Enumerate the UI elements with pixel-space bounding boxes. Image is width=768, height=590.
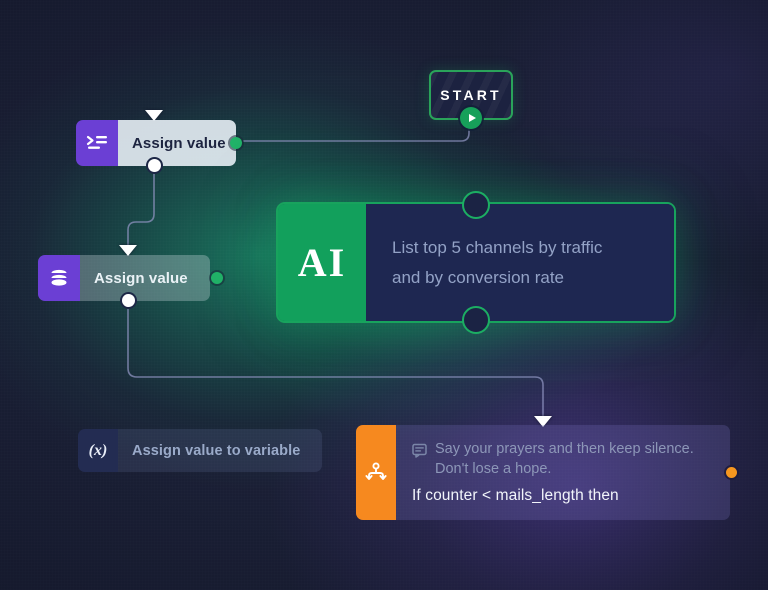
condition-input-arrow	[534, 416, 552, 427]
ai-output-port[interactable]	[462, 306, 490, 334]
assignvar-body: Assign value to variable	[118, 429, 322, 472]
variable-icon-label: (x)	[88, 441, 108, 459]
node-start[interactable]: START	[429, 70, 513, 129]
node-assign-value-2[interactable]: Assign value	[38, 255, 210, 301]
condition-body[interactable]: Say your prayers and then keep silence. …	[396, 425, 730, 520]
ai-prompt-line-2: and by conversion rate	[392, 267, 564, 287]
ai-prompt-line-1: List top 5 channels by traffic	[392, 238, 603, 258]
ai-badge-label: AI	[297, 240, 347, 285]
assign2-label: Assign value	[94, 269, 188, 287]
edge-assign1-to-assign2	[127, 172, 155, 248]
variable-icon: (x)	[78, 429, 118, 472]
branch-split-icon	[356, 425, 396, 520]
condition-comment-block: Say your prayers and then keep silence. …	[412, 440, 694, 479]
condition-code: If counter < mails_length then	[412, 487, 619, 505]
indent-list-icon	[76, 120, 118, 166]
edge-start-to-assign1	[243, 116, 470, 142]
ai-prompt-text: List top 5 channels by traffic and by co…	[392, 233, 602, 291]
database-icon	[38, 255, 80, 301]
node-condition[interactable]: Say your prayers and then keep silence. …	[356, 425, 730, 520]
edge-assign2-to-condition	[127, 307, 544, 418]
condition-comment-line-2: Don't lose a hope.	[435, 460, 552, 477]
assign2-output-port[interactable]	[211, 272, 223, 284]
assign2-bottom-port[interactable]	[122, 294, 135, 307]
assign1-body: Assign value	[118, 120, 236, 166]
node-assign-value-1[interactable]: Assign value	[76, 120, 236, 166]
condition-output-port[interactable]	[726, 467, 737, 478]
assign1-bottom-port[interactable]	[148, 159, 161, 172]
condition-comment-text: Say your prayers and then keep silence. …	[435, 440, 694, 479]
ai-badge: AI	[278, 204, 366, 321]
condition-comment-line-1: Say your prayers and then keep silence.	[435, 440, 694, 457]
start-label: START	[440, 87, 502, 103]
play-icon[interactable]	[460, 107, 482, 129]
assign1-input-arrow	[145, 110, 163, 121]
assign1-output-port[interactable]	[230, 137, 242, 149]
ai-input-port[interactable]	[462, 191, 490, 219]
node-ai[interactable]: AI List top 5 channels by traffic and by…	[276, 191, 676, 334]
assign2-body: Assign value	[80, 255, 210, 301]
comment-icon	[412, 443, 427, 458]
node-assign-value-to-variable[interactable]: (x) Assign value to variable	[78, 429, 322, 472]
assign1-label: Assign value	[132, 134, 226, 152]
assign2-input-arrow	[119, 245, 137, 256]
ai-prompt-body[interactable]: List top 5 channels by traffic and by co…	[366, 204, 674, 321]
play-triangle	[468, 114, 476, 122]
assignvar-label: Assign value to variable	[132, 442, 301, 459]
